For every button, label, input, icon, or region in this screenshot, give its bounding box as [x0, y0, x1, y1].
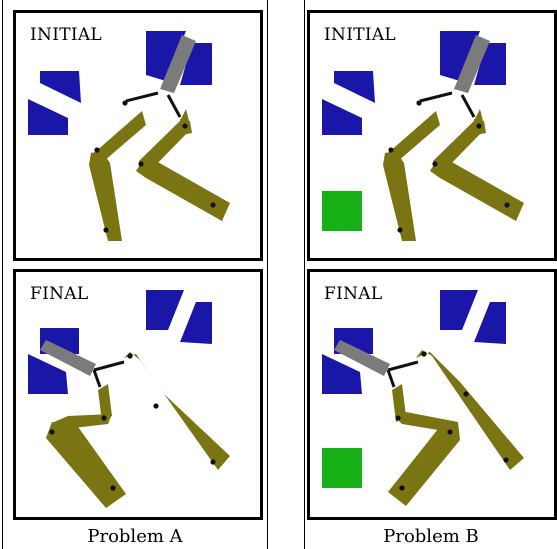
arm-connector — [93, 360, 125, 372]
obstacle — [40, 71, 81, 103]
gripper — [334, 340, 390, 376]
joint — [122, 100, 128, 106]
problem-a-final-label: FINAL — [30, 284, 89, 304]
problem-a-initial-scene — [28, 31, 230, 241]
obstacle — [180, 302, 212, 344]
problem-b-column: INITIAL FINAL — [304, 0, 557, 549]
obstacle — [322, 354, 362, 394]
joint — [388, 147, 394, 153]
joint — [127, 353, 133, 359]
arm-link — [392, 384, 406, 422]
gripper — [454, 35, 490, 93]
problem-a-initial-label: INITIAL — [30, 25, 103, 45]
joint — [395, 415, 401, 421]
obstacle — [440, 290, 478, 330]
goal-block — [322, 191, 362, 231]
arm-link — [388, 422, 460, 506]
joint — [503, 457, 509, 463]
problem-b-final-panel: FINAL — [307, 269, 557, 520]
joint — [101, 415, 107, 421]
arm-link — [383, 151, 416, 241]
problem-b-initial-scene — [322, 31, 524, 241]
arm-link — [46, 422, 126, 508]
joint — [476, 123, 482, 129]
joint — [138, 161, 144, 167]
arm-connector — [166, 94, 182, 118]
problem-b-initial-label: INITIAL — [324, 25, 397, 45]
obstacle — [146, 290, 184, 330]
joint — [153, 403, 159, 409]
joint — [210, 202, 216, 208]
problem-a-initial-panel: INITIAL — [13, 10, 263, 261]
obstacle — [440, 31, 480, 81]
arm-connector — [386, 369, 396, 388]
joint — [49, 429, 55, 435]
arm-connector — [419, 91, 453, 103]
problem-b-initial-panel: INITIAL — [307, 10, 557, 261]
gripper — [160, 35, 196, 93]
joint — [182, 123, 188, 129]
joint — [421, 351, 427, 357]
arm-link — [388, 111, 440, 161]
arm-connector — [125, 91, 159, 103]
arm-link — [416, 350, 524, 470]
problem-a-final-scene — [28, 290, 230, 508]
arm-link — [139, 109, 191, 173]
arm-connector — [387, 360, 419, 372]
obstacle — [28, 99, 68, 135]
arm-link — [124, 352, 230, 470]
arm-link — [98, 384, 112, 422]
arm-link — [89, 151, 122, 241]
obstacle — [474, 43, 506, 85]
problem-a-column: INITIAL FINAL — [2, 0, 268, 549]
joint — [432, 161, 438, 167]
goal-block — [322, 448, 362, 488]
joint — [463, 391, 469, 397]
obstacle — [334, 71, 375, 103]
problem-a-caption: Problem A — [87, 526, 183, 547]
joint — [397, 227, 403, 233]
joint — [504, 202, 510, 208]
problem-a-final-panel: FINAL — [13, 269, 263, 520]
problem-b-final-scene — [322, 290, 524, 506]
obstacle — [322, 99, 362, 135]
arm-link — [50, 414, 112, 440]
joint — [399, 485, 405, 491]
obstacle — [474, 302, 506, 344]
arm-link — [396, 412, 460, 440]
arm-connector — [92, 369, 102, 388]
obstacle — [146, 31, 186, 81]
joint — [210, 459, 216, 465]
problem-b-final-label: FINAL — [324, 284, 383, 304]
arm-link — [430, 161, 524, 221]
arm-connector — [460, 94, 476, 118]
obstacle — [180, 43, 212, 85]
joint — [447, 429, 453, 435]
arm-link — [136, 161, 230, 221]
arm-link — [433, 109, 485, 173]
joint — [110, 485, 116, 491]
problem-b-caption: Problem B — [383, 526, 479, 547]
joint — [103, 227, 109, 233]
joint — [416, 100, 422, 106]
joint — [94, 147, 100, 153]
obstacle — [28, 354, 68, 394]
arm-link — [94, 111, 146, 161]
gripper — [40, 340, 96, 376]
